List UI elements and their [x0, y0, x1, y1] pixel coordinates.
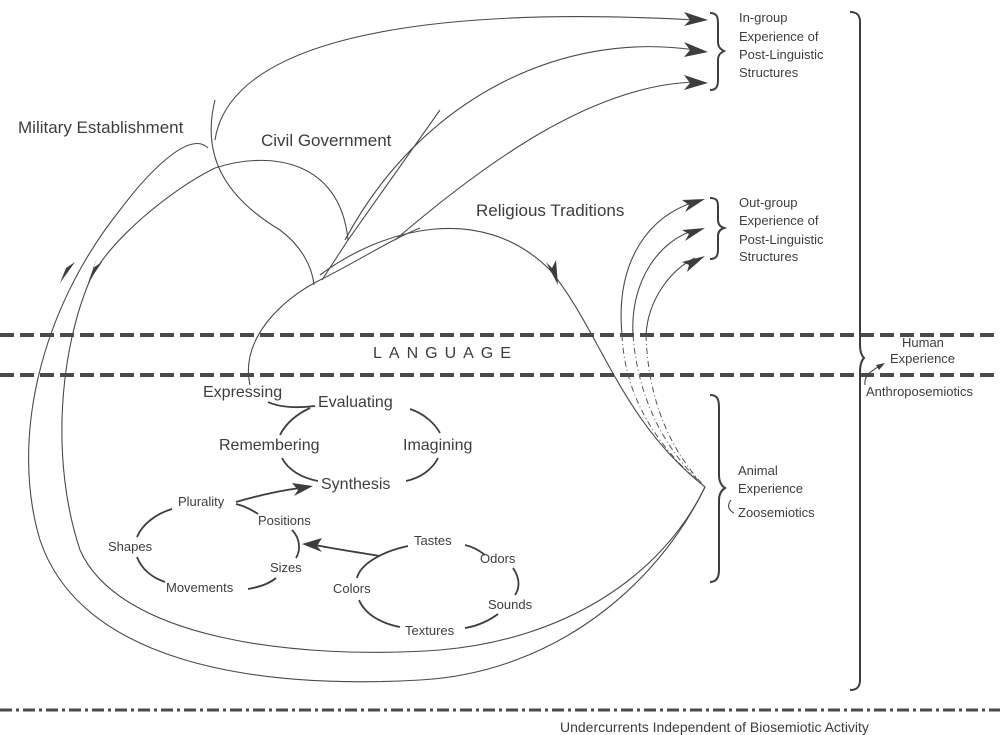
tastes-sizes-arrowhead — [302, 538, 322, 552]
tastes-label: Tastes — [414, 533, 452, 548]
civil-government-label: Civil Government — [261, 131, 392, 150]
outgroup-arrowhead-1 — [682, 199, 705, 212]
ingroup-arrowhead-1 — [684, 12, 708, 26]
textures-label: Textures — [405, 623, 455, 638]
perception-arc-bottom-left — [136, 556, 166, 583]
expressing-label: Expressing — [203, 384, 282, 401]
odors-label: Odors — [480, 551, 516, 566]
anthroposemiotics-label: Anthroposemiotics — [866, 384, 973, 399]
ingroup-arc-1 — [214, 16, 696, 141]
ingroup-text: In-group Experience of Post-Linguistic S… — [739, 10, 827, 80]
sensation-arc-textures-sounds — [464, 613, 499, 629]
perception-arc-top-left — [136, 508, 173, 538]
military-arrowhead — [60, 258, 75, 283]
sensation-arc-odors-sounds — [512, 567, 520, 596]
synthesis-label: Synthesis — [321, 476, 390, 493]
undercurrents-label: Undercurrents Independent of Biosemiotic… — [560, 719, 869, 735]
human-brace — [849, 11, 866, 691]
sensation-arc-colors-textures — [358, 599, 401, 628]
sensation-arc-tastes-colors — [356, 545, 409, 579]
religious-arrowhead — [546, 260, 558, 285]
outgroup-dotted-1 — [621, 334, 706, 488]
outgroup-brace — [709, 197, 728, 260]
outgroup-arrowhead-3 — [682, 256, 705, 272]
military-establishment-label: Military Establishment — [18, 118, 184, 137]
religious-traditions-arc — [319, 227, 706, 488]
outgroup-dotted-3 — [645, 334, 706, 488]
ingroup-arc-3 — [394, 81, 696, 241]
plurality-to-synthesis-arrow — [235, 487, 301, 503]
ingroup-brace — [709, 12, 727, 91]
outgroup-arc-2 — [632, 229, 696, 336]
animal-experience-text: Animal Experience — [738, 463, 803, 496]
zoosemiotics-arrow — [728, 499, 735, 514]
animal-brace — [709, 394, 727, 583]
outgroup-dotted-2 — [632, 334, 706, 488]
anthroposemiotics-arrow — [864, 365, 881, 386]
sizes-label: Sizes — [270, 560, 302, 575]
outgroup-text: Out-group Experience of Post-Linguistic … — [739, 195, 827, 264]
colors-label: Colors — [333, 581, 371, 596]
language-label: LANGUAGE — [373, 345, 518, 362]
plurality-synthesis-arrowhead — [292, 483, 313, 496]
military-outer-loop — [28, 143, 706, 683]
zoosemiotics-label: Zoosemiotics — [738, 505, 815, 520]
ingroup-arrowhead-2 — [684, 42, 708, 57]
human-experience-text: Human Experience — [890, 335, 955, 366]
cognition-arc-left-top — [279, 407, 311, 436]
branch-to-civil — [321, 109, 441, 281]
religious-traditions-label: Religious Traditions — [476, 201, 624, 220]
perception-arc-bottom-right — [247, 577, 277, 590]
civil-government-lobe — [210, 99, 315, 286]
sounds-label: Sounds — [488, 597, 533, 612]
cognition-arc-left-bottom — [281, 457, 319, 482]
anthroposemiotics-arrowhead — [876, 363, 885, 370]
plurality-positions-connector — [235, 503, 259, 515]
plurality-label: Plurality — [178, 494, 225, 509]
cognition-arc-right-bottom — [405, 457, 439, 482]
ingroup-arrowhead-3 — [684, 75, 708, 90]
positions-label: Positions — [258, 513, 311, 528]
outgroup-arc-1 — [620, 201, 696, 336]
perception-arc-right — [291, 529, 300, 559]
civil-arrowhead — [88, 258, 102, 283]
imagining-label: Imagining — [403, 437, 472, 454]
remembering-label: Remembering — [219, 437, 319, 454]
expressing-connector — [267, 401, 316, 409]
evaluating-label: Evaluating — [318, 394, 393, 411]
ingroup-arc-2 — [344, 46, 696, 241]
tastes-to-sizes-arrow — [314, 544, 381, 557]
outgroup-arc-3 — [645, 257, 696, 336]
sensation-arc-tastes-odors — [464, 544, 486, 556]
expression-trunk — [248, 227, 421, 386]
cognition-arc-right-top — [409, 408, 441, 434]
shapes-label: Shapes — [108, 539, 153, 554]
movements-label: Movements — [166, 580, 234, 595]
outgroup-arrowhead-2 — [682, 228, 705, 241]
